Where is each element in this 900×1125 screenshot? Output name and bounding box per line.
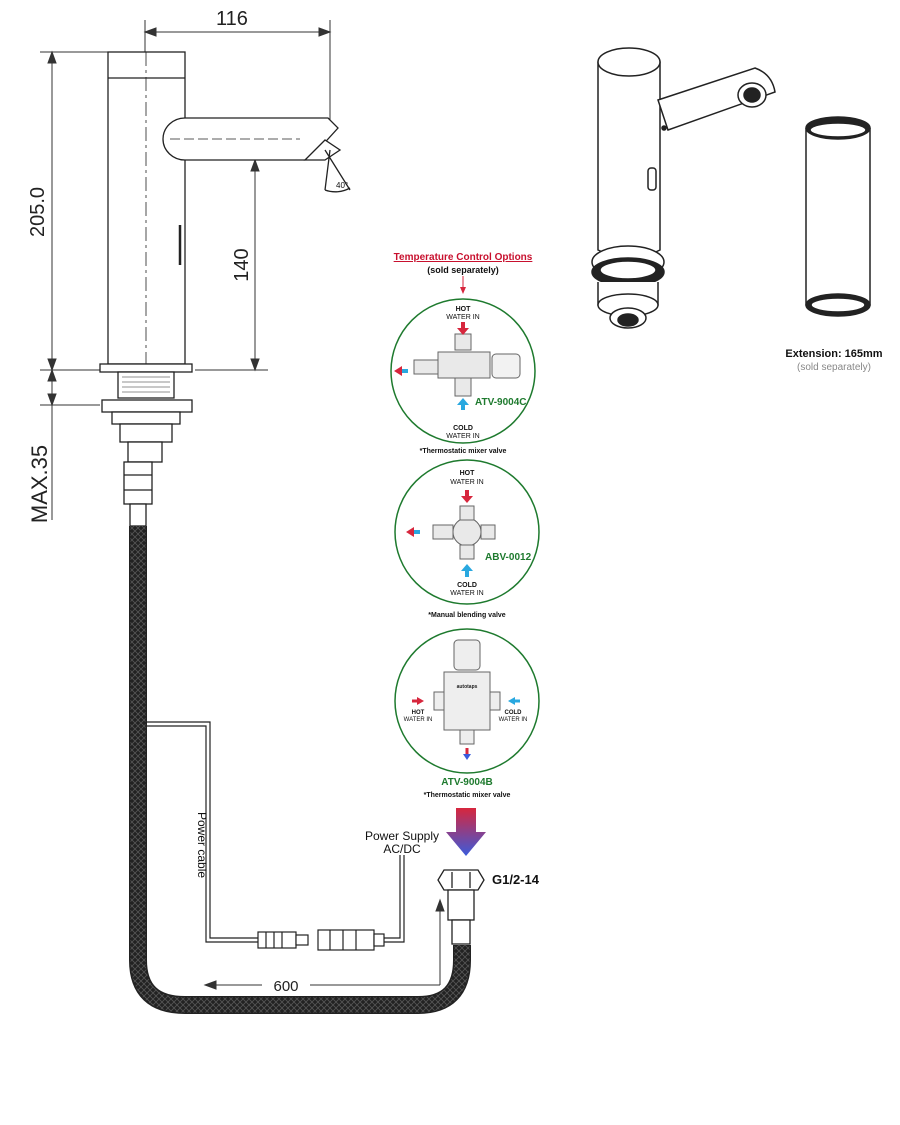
angle-label: 40° [336, 181, 348, 190]
opt1-cold-sub: WATER IN [446, 433, 479, 440]
spout-height-label: 140 [231, 248, 253, 281]
thread-label: G1/2-14 [492, 872, 540, 887]
height-label: 205.0 [27, 187, 49, 237]
opt2-hot: HOT [460, 470, 476, 477]
option-atv-9004b: autotaps [394, 628, 540, 774]
option-abv-0012 [394, 459, 540, 605]
opt3-code: ATV-9004B [441, 777, 493, 788]
opt2-code: ABV-0012 [485, 552, 532, 563]
tap-perspective-view [591, 47, 776, 329]
max-label: MAX.35 [27, 445, 52, 523]
extension-pipe [805, 116, 871, 317]
width-label: 116 [216, 8, 248, 30]
opt2-cold: COLD [457, 582, 477, 589]
width-dimension [143, 20, 332, 125]
opt2-caption: *Manual blending valve [428, 612, 506, 619]
brand-label: autotaps [457, 684, 478, 690]
power-cable-label: Power cable [195, 812, 209, 878]
options-subtitle: (sold separately) [427, 265, 499, 275]
opt3-cold: COLD [505, 710, 523, 716]
threaded-fitting [437, 869, 485, 945]
opt1-caption: *Thermostatic mixer valve [420, 448, 507, 455]
opt3-hot-sub: WATER IN [404, 717, 433, 723]
opt1-cold: COLD [453, 425, 473, 432]
selection-down-arrow [446, 808, 486, 856]
options-title: Temperature Control Options [394, 252, 533, 263]
extension-subtitle: (sold separately) [797, 362, 871, 373]
opt2-hot-sub: WATER IN [450, 479, 483, 486]
opt3-caption: *Thermostatic mixer valve [424, 792, 511, 799]
opt3-cold-sub: WATER IN [499, 717, 528, 723]
max-dimension [40, 368, 100, 520]
power-cable [146, 721, 405, 951]
opt1-hot: HOT [456, 306, 472, 313]
option-atv-9004c [390, 298, 536, 444]
opt1-hot-sub: WATER IN [446, 314, 479, 321]
options-title-arrow [460, 276, 466, 294]
power-supply-line2: AC/DC [383, 842, 421, 856]
opt1-code: ATV-9004C [475, 397, 527, 408]
power-supply-line1: Power Supply [365, 829, 439, 843]
tap-side-view [99, 51, 351, 527]
height-dimension [40, 50, 110, 372]
hose-length-label: 600 [273, 978, 298, 995]
extension-label: Extension: 165mm [785, 348, 882, 360]
hose-length-dimension [203, 898, 445, 990]
braided-hose [129, 526, 471, 1014]
opt2-cold-sub: WATER IN [450, 590, 483, 597]
opt3-hot: HOT [412, 710, 425, 716]
